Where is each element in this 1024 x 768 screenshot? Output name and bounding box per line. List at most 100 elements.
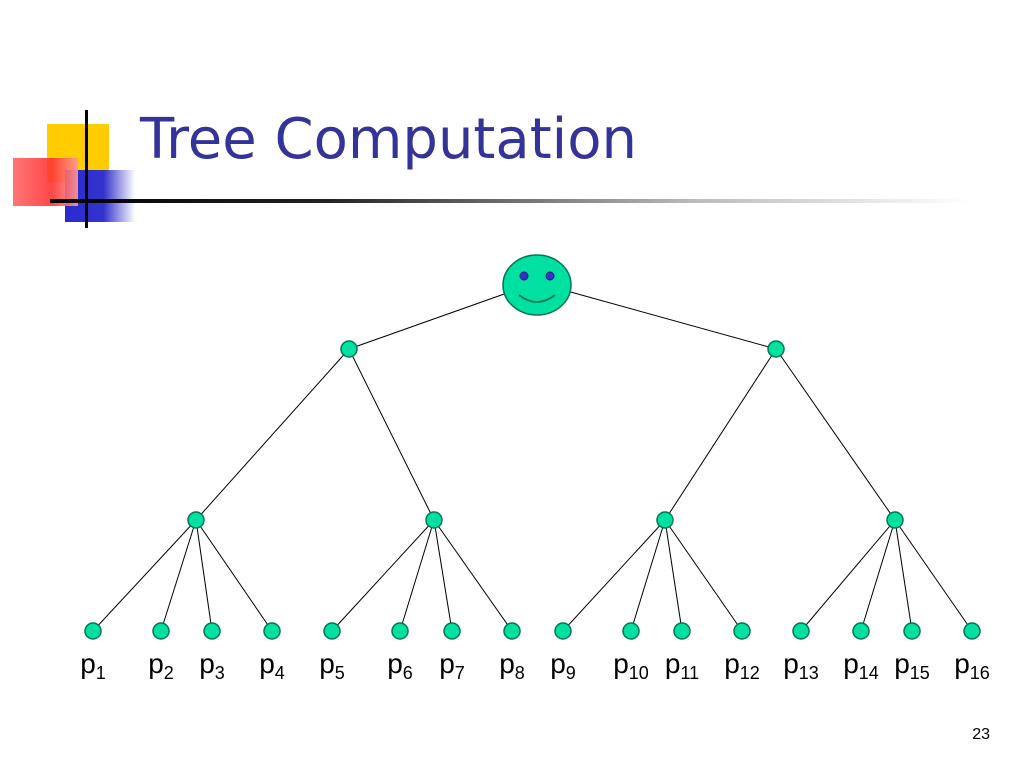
edge-level2-to-leaf (894, 519, 913, 632)
leaf-label: p4 (259, 648, 285, 683)
tree-leaf-node (263, 622, 281, 640)
leaf-label-subscript: 12 (740, 663, 760, 683)
edge-root-to-level1 (348, 292, 508, 350)
slide-title: Tree Computation (140, 107, 637, 172)
tree-node-level2 (886, 511, 904, 529)
leaf-label: p6 (387, 648, 413, 683)
tree-node-level2 (187, 511, 205, 529)
leaf-label: p2 (148, 648, 174, 683)
leaf-label: p15 (894, 648, 930, 683)
leaf-label: p11 (665, 648, 699, 683)
edge-root-to-level1 (566, 290, 777, 350)
leaf-label-base: p (843, 648, 859, 679)
edge-level2-to-leaf (860, 519, 896, 632)
leaf-label-base: p (499, 648, 515, 679)
decor-red-square (13, 158, 78, 206)
edge-level2-to-leaf (800, 519, 896, 632)
leaf-label-subscript: 2 (164, 663, 174, 683)
edge-level1-to-level2 (195, 348, 350, 521)
leaf-label-subscript: 13 (799, 663, 819, 683)
leaf-label-base: p (439, 648, 455, 679)
leaf-label-subscript: 16 (970, 663, 990, 683)
leaf-label-subscript: 8 (515, 663, 525, 683)
tree-leaf-node (852, 622, 870, 640)
edge-level2-to-leaf (195, 519, 213, 632)
edge-level2-to-leaf (630, 519, 666, 632)
leaf-label-subscript: 11 (680, 663, 699, 683)
leaf-label: p8 (499, 648, 525, 683)
leaf-label: p10 (613, 648, 649, 683)
leaf-label-base: p (199, 648, 215, 679)
edge-level2-to-leaf (664, 519, 743, 632)
leaf-label-base: p (148, 648, 164, 679)
leaf-label-base: p (724, 648, 740, 679)
smiley-right-eye (545, 271, 555, 281)
smiley-mouth (518, 294, 556, 303)
leaf-label: p13 (783, 648, 819, 683)
edge-level2-to-leaf (433, 519, 513, 632)
leaf-label-base: p (80, 648, 96, 679)
tree-node-level2 (656, 511, 674, 529)
smiley-head (502, 254, 572, 316)
edge-level1-to-level2 (664, 348, 777, 521)
edge-level2-to-leaf (894, 519, 973, 632)
decor-vertical-line (85, 110, 88, 228)
leaf-label-subscript: 5 (335, 663, 345, 683)
tree-leaf-node (203, 622, 221, 640)
edge-level2-to-leaf (160, 519, 197, 632)
tree-leaf-node (323, 622, 341, 640)
leaf-label-subscript: 6 (403, 663, 413, 683)
leaf-label: p16 (954, 648, 990, 683)
tree-leaf-node (673, 622, 691, 640)
tree-leaf-node (84, 622, 102, 640)
leaf-label: p7 (439, 648, 465, 683)
tree-nodes (84, 340, 981, 640)
smiley-face-icon (502, 254, 572, 316)
smiley-left-eye (519, 271, 529, 281)
leaf-label-base: p (665, 648, 681, 679)
leaf-label-subscript: 9 (566, 663, 576, 683)
tree-leaf-node (792, 622, 810, 640)
page-number: 23 (972, 726, 990, 743)
edge-level2-to-leaf (195, 519, 273, 632)
leaf-label-base: p (894, 648, 910, 679)
tree-leaf-node (503, 622, 521, 640)
leaf-label-base: p (613, 648, 629, 679)
edge-level2-to-leaf (399, 519, 435, 632)
leaf-label-subscript: 4 (275, 663, 285, 683)
leaf-label-base: p (550, 648, 566, 679)
leaf-label-subscript: 3 (215, 663, 225, 683)
edge-level1-to-level2 (348, 348, 435, 521)
tree-leaf-node (443, 622, 461, 640)
leaf-label: p12 (724, 648, 760, 683)
edge-level2-to-leaf (562, 519, 666, 632)
tree-node-level1 (767, 340, 785, 358)
leaf-label: p9 (550, 648, 576, 683)
leaf-label: p5 (319, 648, 345, 683)
leaf-label-base: p (783, 648, 799, 679)
title-underline (50, 199, 970, 203)
tree-node-level2 (425, 511, 443, 529)
leaf-label-subscript: 14 (859, 663, 879, 683)
leaf-label-base: p (319, 648, 335, 679)
leaf-label: p3 (199, 648, 225, 683)
edge-level2-to-leaf (433, 519, 453, 632)
leaf-label-subscript: 15 (910, 663, 930, 683)
edge-level2-to-leaf (331, 519, 435, 632)
edge-level2-to-leaf (92, 519, 197, 632)
leaf-label-subscript: 10 (629, 663, 649, 683)
leaf-label: p1 (80, 648, 106, 683)
tree-leaf-node (903, 622, 921, 640)
edge-level2-to-leaf (664, 519, 683, 632)
tree-leaf-node (391, 622, 409, 640)
leaf-label-subscript: 7 (455, 663, 465, 683)
tree-edges (92, 290, 973, 632)
leaf-label-base: p (387, 648, 403, 679)
tree-leaf-node (963, 622, 981, 640)
leaf-label-base: p (259, 648, 275, 679)
tree-leaf-node (733, 622, 751, 640)
leaf-label-subscript: 1 (96, 663, 106, 683)
